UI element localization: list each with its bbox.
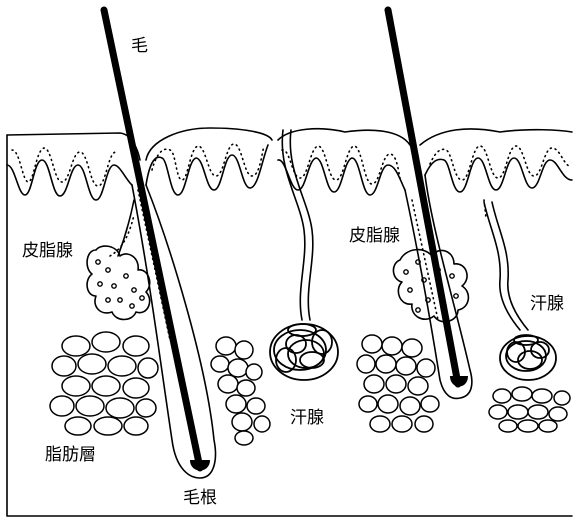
sebaceous-gland-left (87, 246, 150, 319)
dermal-papillae-middle (146, 145, 268, 195)
hair-label: 毛 (131, 38, 148, 55)
sebaceous-gland-right (393, 250, 468, 322)
dermal-papillae-right (425, 158, 572, 192)
sweat-coil-middle (270, 324, 338, 380)
fat-cells-left (50, 332, 158, 435)
sebaceous-gland-label-left: 皮脂腺 (22, 243, 73, 260)
sebaceous-duct-left (118, 200, 134, 256)
fat-cells-middle (211, 337, 270, 445)
sweat-gland-label-right: 汗腺 (530, 296, 564, 313)
fat-cells-right-middle (357, 335, 439, 432)
hair-bulb-right (450, 376, 468, 387)
basal-dots-right-middle (282, 146, 400, 184)
hair-bulb-left (190, 460, 210, 471)
sweat-duct-right (484, 202, 528, 330)
fat-cells-right (489, 387, 570, 432)
hair-root-label: 毛根 (183, 490, 217, 507)
sebaceous-gland-label-right: 皮脂腺 (349, 228, 400, 245)
fat-layer-label: 脂肪層 (45, 447, 96, 464)
sebaceous-duct-dots-left (110, 215, 134, 256)
hair-shaft-right (388, 10, 458, 384)
sweat-coil-right (500, 335, 556, 380)
dermal-papillae-left (7, 160, 132, 200)
basal-dots-left (12, 148, 116, 186)
sweat-gland-label-middle: 汗腺 (290, 410, 324, 427)
sweat-duct-middle (282, 130, 313, 320)
